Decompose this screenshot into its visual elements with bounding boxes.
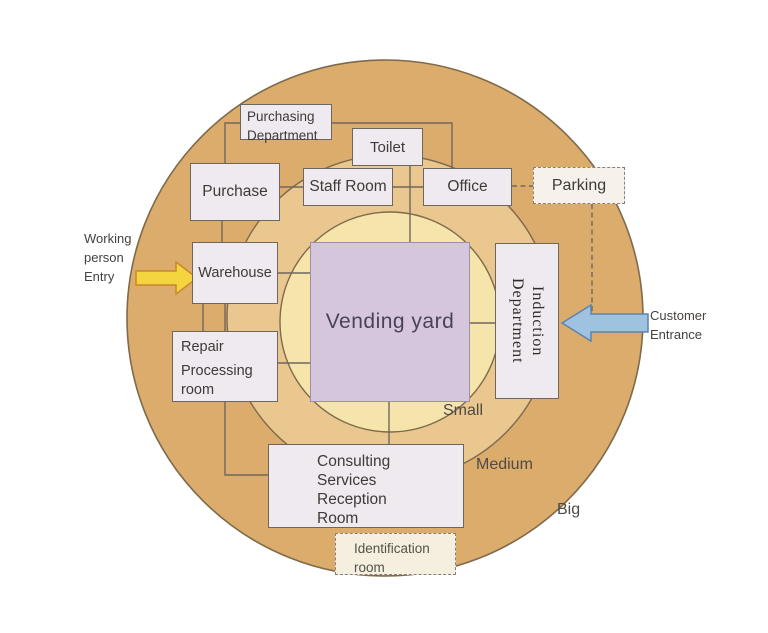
room-purchase: Purchase	[190, 163, 280, 221]
room-consulting-services-reception-room: Consulting Services Reception Room	[268, 444, 464, 528]
customer-entrance-arrow	[560, 303, 649, 343]
room-label: Warehouse	[198, 265, 272, 281]
room-label: Induction Department	[496, 244, 558, 398]
connector-lines	[202, 122, 495, 476]
room-identification-room: Identification room	[335, 533, 456, 575]
room-label-line: Services	[317, 472, 377, 489]
room-office: Office	[423, 168, 512, 206]
room-label: Department	[247, 128, 318, 143]
room-label-line: Room	[317, 510, 359, 527]
annotation-line: Entry	[84, 269, 115, 284]
working-person-entry-label: Working person Entry	[84, 229, 131, 286]
room-staff-room: Staff Room	[303, 168, 393, 206]
room-label-line: Department	[509, 278, 526, 364]
room-label: Toilet	[369, 138, 406, 156]
annotation-line: person	[84, 250, 124, 265]
room-label-line: Processing	[181, 363, 253, 379]
room-label-line: room	[354, 560, 385, 575]
room-label-line: Repair	[181, 339, 224, 355]
room-label-line: Induction	[529, 285, 546, 357]
connector-purchasingdept-office	[332, 122, 453, 168]
room-label: Staff Room	[309, 178, 387, 195]
working-person-entry-arrow	[135, 260, 199, 296]
room-vending-yard: Vending yard	[310, 242, 470, 402]
dashed-connector-lines	[512, 185, 593, 312]
zone-label-big: Big	[557, 501, 581, 518]
connector-repair-consulting	[224, 402, 268, 476]
customer-entrance-label: Customer Entrance	[650, 306, 706, 344]
room-label: Purchase	[202, 183, 268, 200]
room-label: Vending yard	[325, 310, 455, 333]
room-label-line: Identification	[354, 541, 430, 556]
room-repair-processing-room: Repair Processing room	[172, 331, 278, 402]
room-label: Office	[447, 178, 488, 195]
room-toilet: Toilet	[352, 128, 423, 166]
annotation-line: Working	[84, 231, 132, 246]
annotation-line: Customer	[650, 308, 707, 323]
room-warehouse: Warehouse	[192, 242, 278, 304]
connector-purchasingdept-purchase	[224, 122, 240, 163]
zone-label-small: Small	[443, 402, 484, 419]
room-purchasing-department: Purchasing Department	[240, 104, 332, 143]
room-parking: Parking	[533, 167, 625, 204]
room-label-line: Reception	[317, 491, 387, 508]
room-label-line: Consulting	[317, 453, 391, 470]
zone-label-medium: Medium	[476, 456, 533, 473]
room-label-line: room	[181, 382, 215, 398]
room-induction-department: Induction Department	[495, 243, 559, 399]
room-label: Parking	[551, 176, 607, 194]
annotation-line: Entrance	[650, 327, 703, 342]
room-label: Purchasing	[247, 109, 315, 124]
